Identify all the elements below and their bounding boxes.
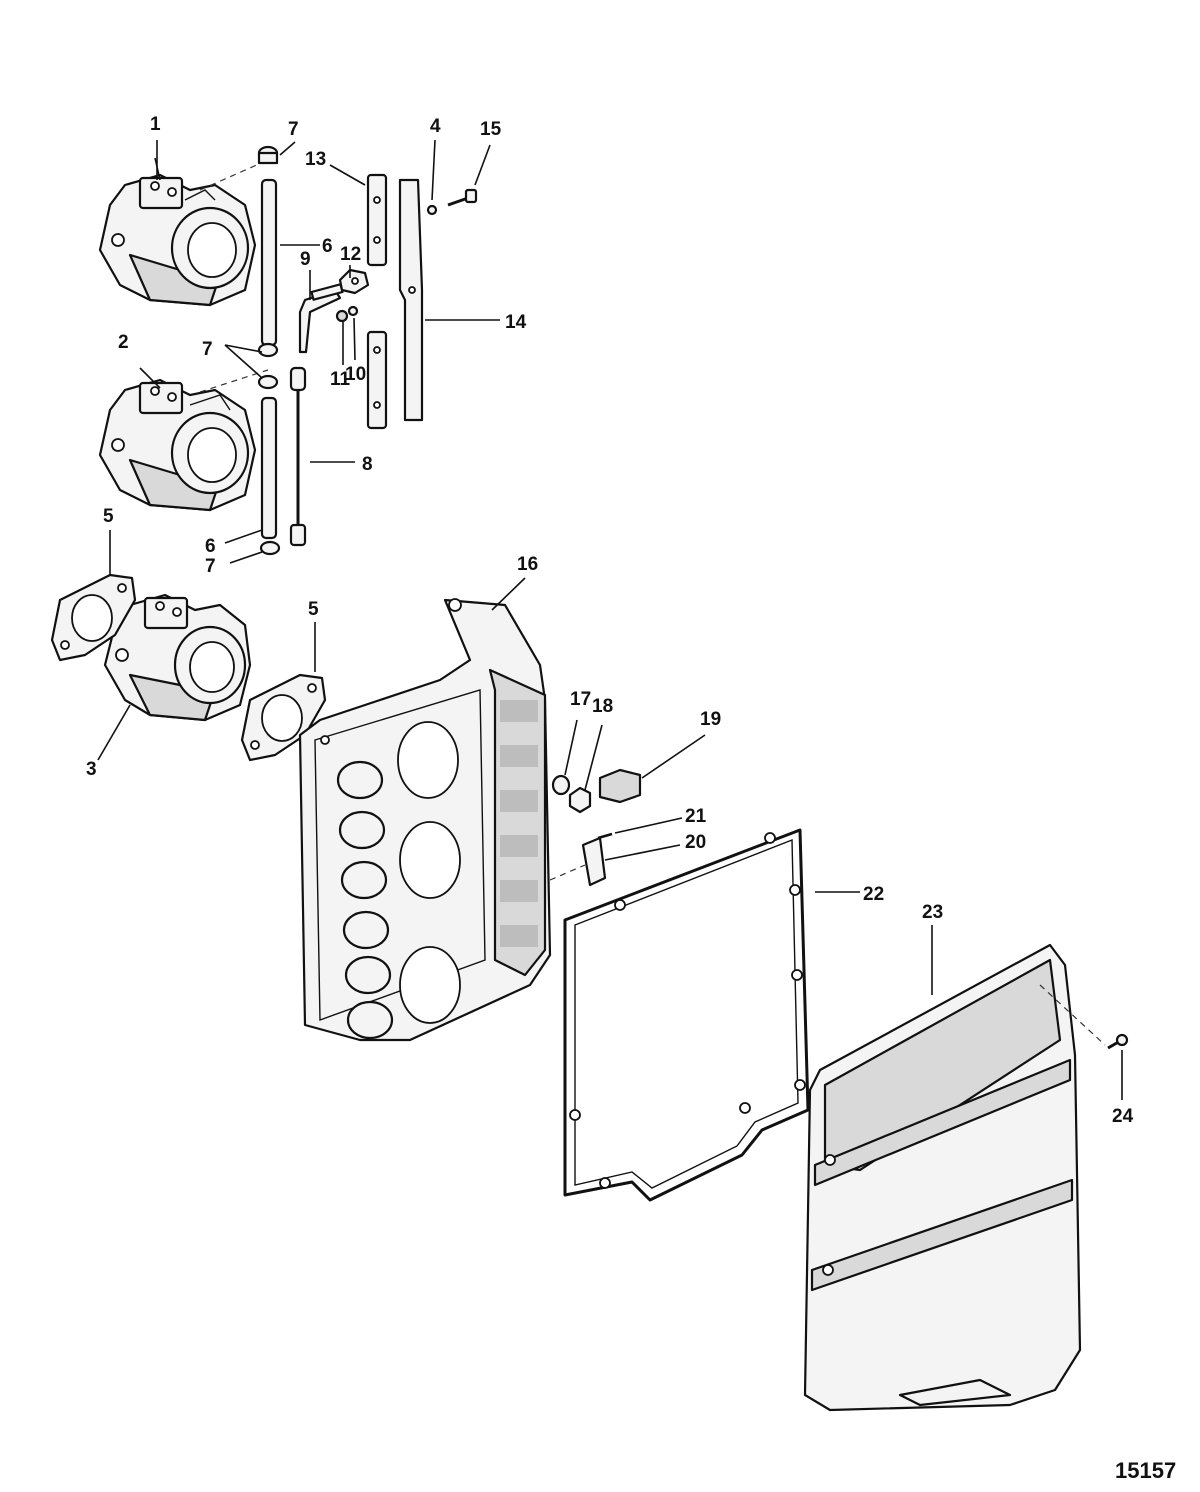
callout-23: 23	[922, 902, 943, 923]
callout-2: 2	[118, 332, 129, 353]
callout-19: 19	[700, 709, 721, 730]
callout-labels: 1 7 4 15 13 6 9 12 14 2 7 11 10 8 5 6 7 …	[86, 114, 1176, 1483]
air-box-cover	[803, 943, 1082, 1412]
linkage-brackets	[366, 173, 424, 430]
throttle-shaft-upper	[257, 145, 279, 358]
plate-hardware	[551, 768, 642, 887]
carburetor-adaptor-plate	[298, 598, 552, 1042]
callout-15: 15	[480, 119, 502, 140]
plate-gasket	[549, 828, 810, 1202]
callout-5-right: 5	[308, 599, 319, 620]
figure-number: 15157	[1115, 1458, 1176, 1483]
washer-and-screw	[426, 188, 478, 216]
callout-3: 3	[86, 759, 97, 780]
carburetor-middle	[98, 369, 269, 512]
callout-18: 18	[592, 696, 613, 717]
callout-10: 10	[345, 364, 366, 385]
small-hardware	[335, 268, 370, 323]
callout-1: 1	[150, 114, 161, 135]
plate-ports	[336, 721, 461, 1040]
throttle-lever	[298, 283, 344, 354]
plate-ribs	[500, 700, 538, 947]
callout-6-top: 6	[322, 236, 333, 257]
callout-22: 22	[863, 884, 884, 905]
callout-8: 8	[362, 454, 373, 475]
callout-14: 14	[505, 312, 527, 333]
callout-7-mid: 7	[202, 339, 213, 360]
carburetor-top	[98, 159, 269, 307]
callout-21: 21	[685, 806, 707, 827]
throttle-shaft-lower	[257, 374, 281, 556]
link-rod	[289, 366, 307, 547]
callout-16: 16	[517, 554, 538, 575]
callout-24: 24	[1112, 1106, 1134, 1127]
callout-9: 9	[300, 249, 311, 270]
callout-6-bottom: 6	[205, 536, 216, 557]
callout-12: 12	[340, 244, 361, 265]
callout-13: 13	[305, 149, 326, 170]
cover-screw	[1039, 984, 1129, 1050]
callout-11: 11	[330, 369, 351, 390]
leader-lines	[97, 139, 1123, 1100]
callout-7-bottom: 7	[205, 556, 216, 577]
callout-4: 4	[430, 116, 441, 137]
callout-20: 20	[685, 832, 706, 853]
carburetor-bottom	[103, 593, 252, 722]
gasket-left	[50, 573, 137, 662]
callout-17: 17	[570, 689, 591, 710]
callout-5-left: 5	[103, 506, 114, 527]
callout-7-top: 7	[288, 119, 299, 140]
